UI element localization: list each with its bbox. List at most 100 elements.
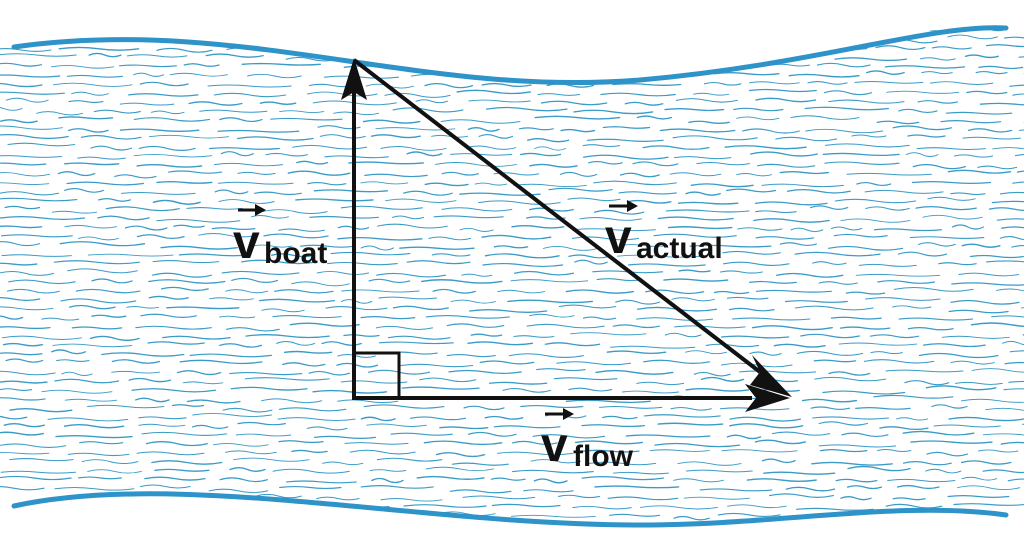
water-ripple	[323, 75, 400, 79]
water-ripple	[1004, 361, 1024, 366]
water-ripple	[950, 360, 995, 365]
water-ripple	[0, 191, 60, 196]
water-ripple	[79, 441, 124, 445]
water-ripple	[459, 227, 494, 232]
water-ripple	[519, 152, 562, 157]
water-ripple	[409, 416, 467, 421]
water-ripple	[205, 53, 264, 58]
water-ripple	[0, 91, 65, 95]
water-ripple	[54, 486, 135, 491]
water-ripple	[886, 90, 960, 94]
water-ripple	[462, 495, 536, 500]
water-ripple	[690, 183, 754, 188]
water-ripple	[673, 478, 724, 483]
water-ripple	[982, 433, 1024, 437]
water-ripple	[846, 172, 932, 176]
water-ripple	[570, 332, 647, 336]
water-ripple	[128, 93, 199, 97]
water-ripple	[463, 405, 505, 411]
water-ripple	[0, 306, 54, 311]
water-ripple	[208, 488, 269, 494]
water-ripple	[186, 399, 241, 404]
water-ripple	[360, 315, 416, 320]
water-ripple	[750, 151, 818, 157]
water-ripple	[278, 228, 326, 232]
water-ripple	[1008, 380, 1024, 384]
water-ripple	[671, 297, 715, 302]
water-ripple	[0, 475, 72, 481]
water-ripple	[824, 143, 910, 148]
water-ripple	[8, 279, 76, 285]
water-ripple	[530, 459, 582, 464]
water-ripple	[75, 288, 141, 294]
water-ripple	[642, 145, 710, 150]
water-ripple	[822, 390, 906, 395]
water-ripple	[261, 308, 305, 313]
water-ripple	[854, 81, 924, 84]
water-ripple	[54, 378, 120, 384]
water-ripple	[573, 109, 654, 115]
water-ripple	[449, 489, 512, 494]
water-ripple	[360, 485, 434, 489]
water-ripple	[235, 433, 292, 437]
water-ripple	[313, 189, 389, 193]
water-ripple	[751, 325, 833, 331]
water-ripple	[834, 198, 917, 204]
water-ripple	[788, 73, 860, 78]
water-ripple	[4, 205, 41, 210]
water-ripple	[726, 296, 769, 300]
water-ripple	[360, 245, 394, 251]
water-ripple	[902, 461, 952, 466]
water-ripple	[145, 441, 208, 447]
water-ripple	[895, 417, 929, 421]
water-ripple	[786, 188, 851, 194]
water-ripple	[930, 81, 994, 85]
water-ripple	[0, 125, 63, 130]
water-ripple	[229, 467, 266, 472]
water-ripple	[877, 449, 912, 452]
v-flow-label: v flow	[541, 408, 634, 473]
water-ripple	[375, 325, 433, 330]
water-ripple	[493, 425, 561, 429]
water-ripple	[325, 306, 388, 311]
water-ripple	[111, 370, 160, 374]
water-ripple	[97, 215, 150, 221]
water-ripple	[467, 341, 534, 346]
water-ripple	[846, 485, 883, 490]
water-ripple	[68, 304, 116, 310]
water-ripple	[278, 440, 324, 444]
water-ripple	[140, 313, 197, 319]
water-ripple	[217, 181, 294, 185]
water-ripple	[138, 416, 187, 420]
water-ripple	[282, 362, 326, 367]
water-ripple	[828, 99, 905, 104]
water-ripple	[217, 129, 300, 133]
water-ripple	[636, 115, 673, 120]
water-ripple	[490, 477, 526, 481]
water-ripple	[450, 299, 496, 304]
water-ripple	[922, 343, 986, 348]
water-ripple	[213, 92, 287, 98]
water-ripple	[966, 90, 1008, 95]
water-ripple	[160, 245, 238, 250]
water-ripple	[406, 260, 471, 265]
water-ripple	[756, 163, 816, 168]
water-ripple	[136, 164, 203, 168]
water-ripple	[277, 417, 356, 422]
water-ripple	[955, 381, 1003, 385]
water-ripple	[979, 102, 1024, 106]
water-ripple	[722, 250, 781, 255]
water-ripple	[255, 493, 302, 499]
water-ripple	[424, 182, 469, 187]
water-ripple	[873, 394, 954, 399]
water-ripple	[558, 304, 617, 309]
water-ripple	[439, 426, 489, 430]
water-ripple	[685, 350, 728, 355]
water-ripple	[904, 380, 950, 386]
water-ripple	[237, 421, 287, 426]
water-ripple	[178, 253, 252, 257]
v-flow-symbol: v	[541, 419, 568, 472]
water-ripple	[327, 261, 398, 266]
water-ripple	[595, 369, 674, 375]
